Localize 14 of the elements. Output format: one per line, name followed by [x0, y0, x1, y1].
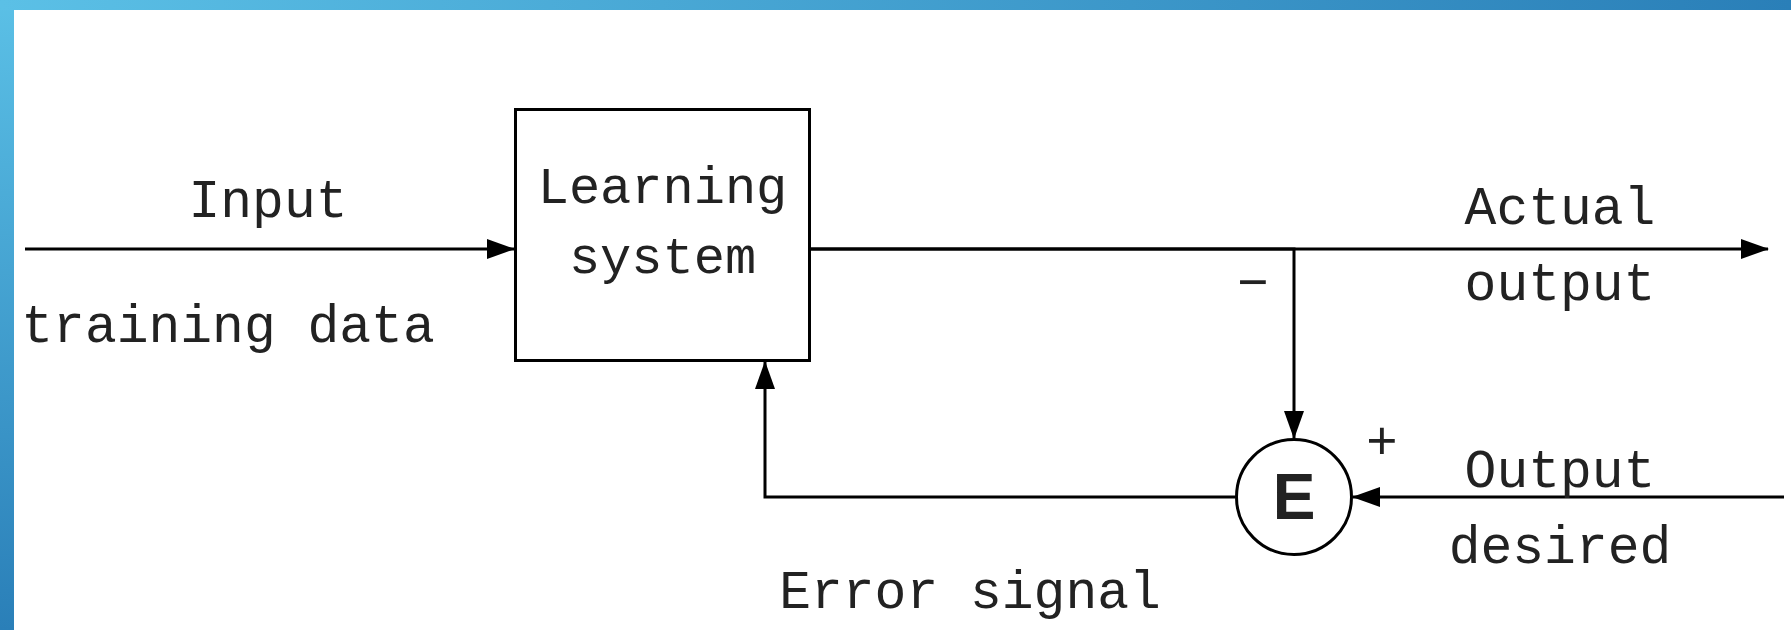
process-box	[514, 108, 811, 362]
arrow	[811, 247, 1304, 439]
signal-label: training data	[20, 297, 436, 360]
sign-label: +	[1365, 414, 1399, 477]
signal-label: Input	[187, 172, 349, 235]
signal-label: Output desired	[1447, 442, 1673, 581]
node-symbol: E	[1272, 462, 1316, 532]
sign-label: −	[1236, 255, 1270, 318]
signal-label: Error signal	[778, 563, 1162, 626]
node-label: Learning system	[536, 159, 789, 291]
arrow	[755, 361, 1235, 499]
arrow	[1352, 487, 1784, 507]
signal-label: Actual output	[1463, 179, 1657, 318]
arrow	[25, 239, 515, 259]
